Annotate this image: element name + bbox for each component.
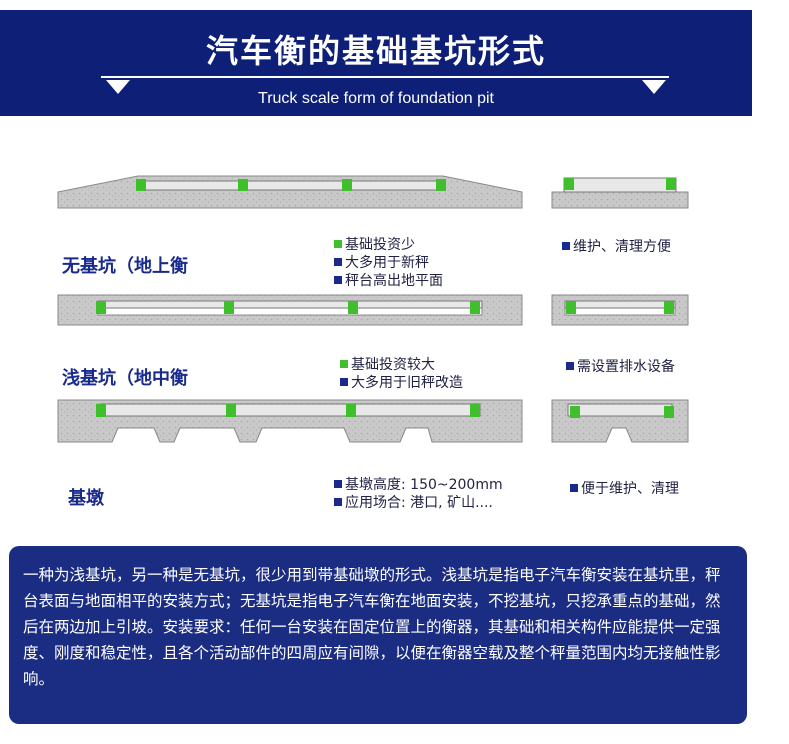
load-cell-icon — [226, 404, 236, 417]
shallow-pit-features: 基础投资较大 大多用于旧秤改造 — [340, 356, 463, 392]
pier-features: 基墩高度: 150~200mm 应用场合: 港口, 矿山.... — [334, 476, 503, 512]
no-pit-note: 维护、清理方便 — [562, 238, 671, 256]
feature-item: 基墩高度: 150~200mm — [334, 476, 503, 494]
feature-item: 秤台高出地平面 — [334, 272, 443, 290]
pier-note: 便于维护、清理 — [570, 480, 679, 498]
load-cell-icon — [342, 179, 352, 191]
load-cell-icon — [136, 179, 146, 191]
load-cell-icon — [566, 301, 576, 314]
shallow-pit-label: 浅基坑（地中衡 — [62, 368, 188, 389]
load-cell-icon — [664, 301, 674, 314]
navy-square-icon — [334, 258, 342, 266]
navy-square-icon — [562, 242, 570, 250]
right-triangle-icon — [642, 80, 666, 94]
feature-item: 应用场合: 港口, 矿山.... — [334, 494, 503, 512]
load-cell-icon — [666, 178, 676, 190]
navy-square-icon — [340, 378, 348, 386]
load-cell-icon — [224, 301, 234, 314]
load-cell-icon — [570, 406, 580, 418]
green-square-icon — [340, 360, 348, 368]
no-pit-section — [551, 177, 689, 209]
foundation-diagram: 无基坑（地上衡 基础投资少 大多用于新秤 秤台高出地平面 维护、清理方便 浅基坑… — [0, 120, 789, 540]
green-square-icon — [334, 240, 342, 248]
load-cell-icon — [96, 404, 106, 417]
navy-square-icon — [566, 362, 574, 370]
load-cell-icon — [664, 406, 674, 418]
navy-square-icon — [570, 484, 578, 492]
load-cell-icon — [470, 404, 480, 417]
navy-square-icon — [334, 498, 342, 506]
load-cell-icon — [96, 301, 106, 314]
shallow-pit-section — [551, 294, 689, 326]
header-banner: 汽车衡的基础基坑形式 Truck scale form of foundatio… — [0, 10, 752, 116]
pier-drawing — [57, 399, 523, 443]
description-panel: 一种为浅基坑，另一种是无基坑，很少用到带基础墩的形式。浅基坑是指电子汽车衡安装在… — [9, 546, 747, 724]
load-cell-icon — [346, 404, 356, 417]
load-cell-icon — [238, 179, 248, 191]
load-cell-icon — [348, 301, 358, 314]
pier-label: 基墩 — [68, 488, 104, 509]
load-cell-icon — [436, 179, 446, 191]
no-pit-features: 基础投资少 大多用于新秤 秤台高出地平面 — [334, 236, 443, 290]
left-triangle-icon — [106, 80, 130, 94]
navy-square-icon — [334, 480, 342, 488]
pier-section — [551, 399, 689, 443]
page-subtitle: Truck scale form of foundation pit — [258, 90, 494, 107]
feature-item: 基础投资少 — [334, 236, 443, 254]
feature-item: 大多用于新秤 — [334, 254, 443, 272]
page-title: 汽车衡的基础基坑形式 — [205, 32, 546, 70]
no-pit-label: 无基坑（地上衡 — [62, 256, 188, 277]
feature-item: 大多用于旧秤改造 — [340, 374, 463, 392]
description-text: 一种为浅基坑，另一种是无基坑，很少用到带基础墩的形式。浅基坑是指电子汽车衡安装在… — [23, 566, 721, 688]
foundation-drawings — [57, 175, 689, 443]
navy-square-icon — [334, 276, 342, 284]
feature-item: 基础投资较大 — [340, 356, 463, 374]
shallow-pit-drawing — [57, 294, 523, 326]
no-pit-drawing — [57, 175, 523, 209]
load-cell-icon — [470, 301, 480, 314]
shallow-pit-note: 需设置排水设备 — [566, 358, 675, 376]
load-cell-icon — [564, 178, 574, 190]
title-underline — [101, 76, 669, 78]
